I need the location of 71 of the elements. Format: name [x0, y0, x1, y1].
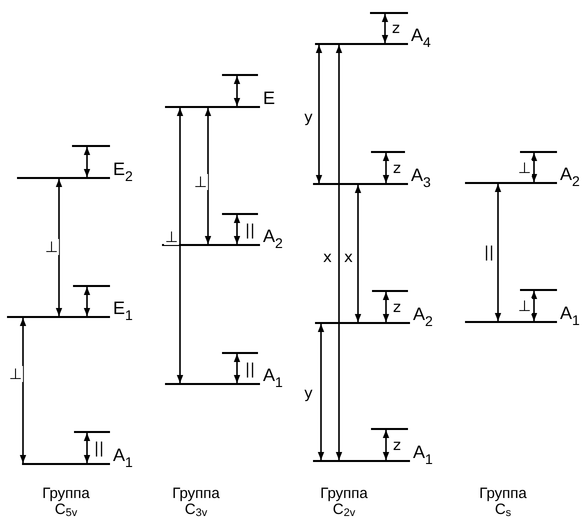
- edge-label: ||: [244, 361, 256, 377]
- edge-label: ⊥: [44, 239, 60, 255]
- energy-level-line: [73, 285, 110, 287]
- energy-level-line: [315, 322, 410, 324]
- transition-arrow: [204, 108, 212, 244]
- transition-arrow: [382, 153, 390, 183]
- level-label: A$_{2}$: [263, 226, 283, 253]
- transition-arrow: [530, 291, 538, 321]
- transition-arrow: [20, 318, 26, 463]
- transition-arrow: [530, 153, 538, 182]
- energy-level-line: [165, 383, 260, 385]
- energy-level-line: [222, 213, 258, 215]
- level-label: A$_{2}$: [413, 304, 433, 331]
- energy-level-line: [313, 183, 408, 185]
- transition-arrow: [84, 147, 90, 177]
- edge-label: ⊥: [517, 160, 532, 176]
- level-label: A$_{1}$: [113, 445, 133, 472]
- edge-label: ||: [93, 440, 106, 456]
- energy-level-line: [313, 460, 410, 462]
- energy-level-line: [520, 289, 557, 291]
- energy-level-line: [165, 106, 260, 108]
- transition-arrow: [382, 430, 390, 460]
- energy-level-line: [371, 151, 405, 153]
- energy-level-line: [372, 290, 408, 292]
- level-label: A$_{3}$: [411, 165, 431, 192]
- energy-level-line: [72, 145, 110, 147]
- transition-arrow: [234, 215, 240, 244]
- energy-level-line: [222, 74, 258, 76]
- level-label: A$_{1}$: [560, 303, 580, 330]
- transition-arrow: [84, 287, 90, 316]
- level-label: A$_{1}$: [263, 365, 283, 392]
- energy-level-line: [22, 463, 110, 465]
- transition-arrow: [176, 108, 184, 383]
- transition-arrow: [354, 185, 362, 322]
- energy-level-line: [162, 244, 260, 246]
- group-caption: Группа C$_{s}$: [478, 486, 528, 518]
- level-label: A$_{1}$: [413, 442, 433, 469]
- level-label: A$_{2}$: [560, 164, 580, 191]
- transition-arrow: [234, 76, 240, 106]
- transition-arrow: [336, 45, 342, 460]
- energy-level-line: [371, 428, 408, 430]
- edge-label: ⊥: [517, 298, 532, 314]
- energy-level-line: [520, 151, 557, 153]
- energy-level-line: [465, 321, 557, 323]
- energy-level-line: [74, 431, 110, 433]
- transition-arrow: [382, 14, 388, 43]
- level-label: E$_{2}$: [113, 159, 133, 186]
- transition-arrow: [56, 179, 62, 316]
- transition-arrow: [318, 324, 324, 460]
- energy-level-line: [222, 352, 258, 354]
- group-caption: Группа C$_{3v}$: [171, 486, 221, 518]
- edge-label: ⊥: [193, 174, 208, 190]
- level-label: E$_{1}$: [113, 298, 133, 325]
- transition-arrow: [382, 292, 390, 322]
- energy-level-line: [315, 43, 408, 45]
- energy-level-line: [465, 182, 557, 184]
- group-caption: Группа C$_{5v}$: [41, 486, 91, 518]
- transition-arrow: [494, 184, 502, 321]
- transition-arrow: [84, 433, 90, 463]
- energy-level-line: [17, 177, 110, 179]
- edge-label: ||: [483, 244, 496, 260]
- edge-label: ||: [244, 222, 256, 238]
- group-caption: Группа C$_{2v}$: [319, 486, 369, 518]
- level-label: A$_{4}$: [411, 25, 431, 52]
- edge-label: ⊥: [8, 366, 24, 382]
- transition-arrow: [316, 45, 322, 183]
- transition-arrow: [234, 354, 240, 383]
- energy-level-line: [370, 12, 408, 14]
- energy-level-line: [7, 316, 110, 318]
- edge-label: ⊥: [164, 229, 180, 245]
- level-label: E: [263, 88, 276, 108]
